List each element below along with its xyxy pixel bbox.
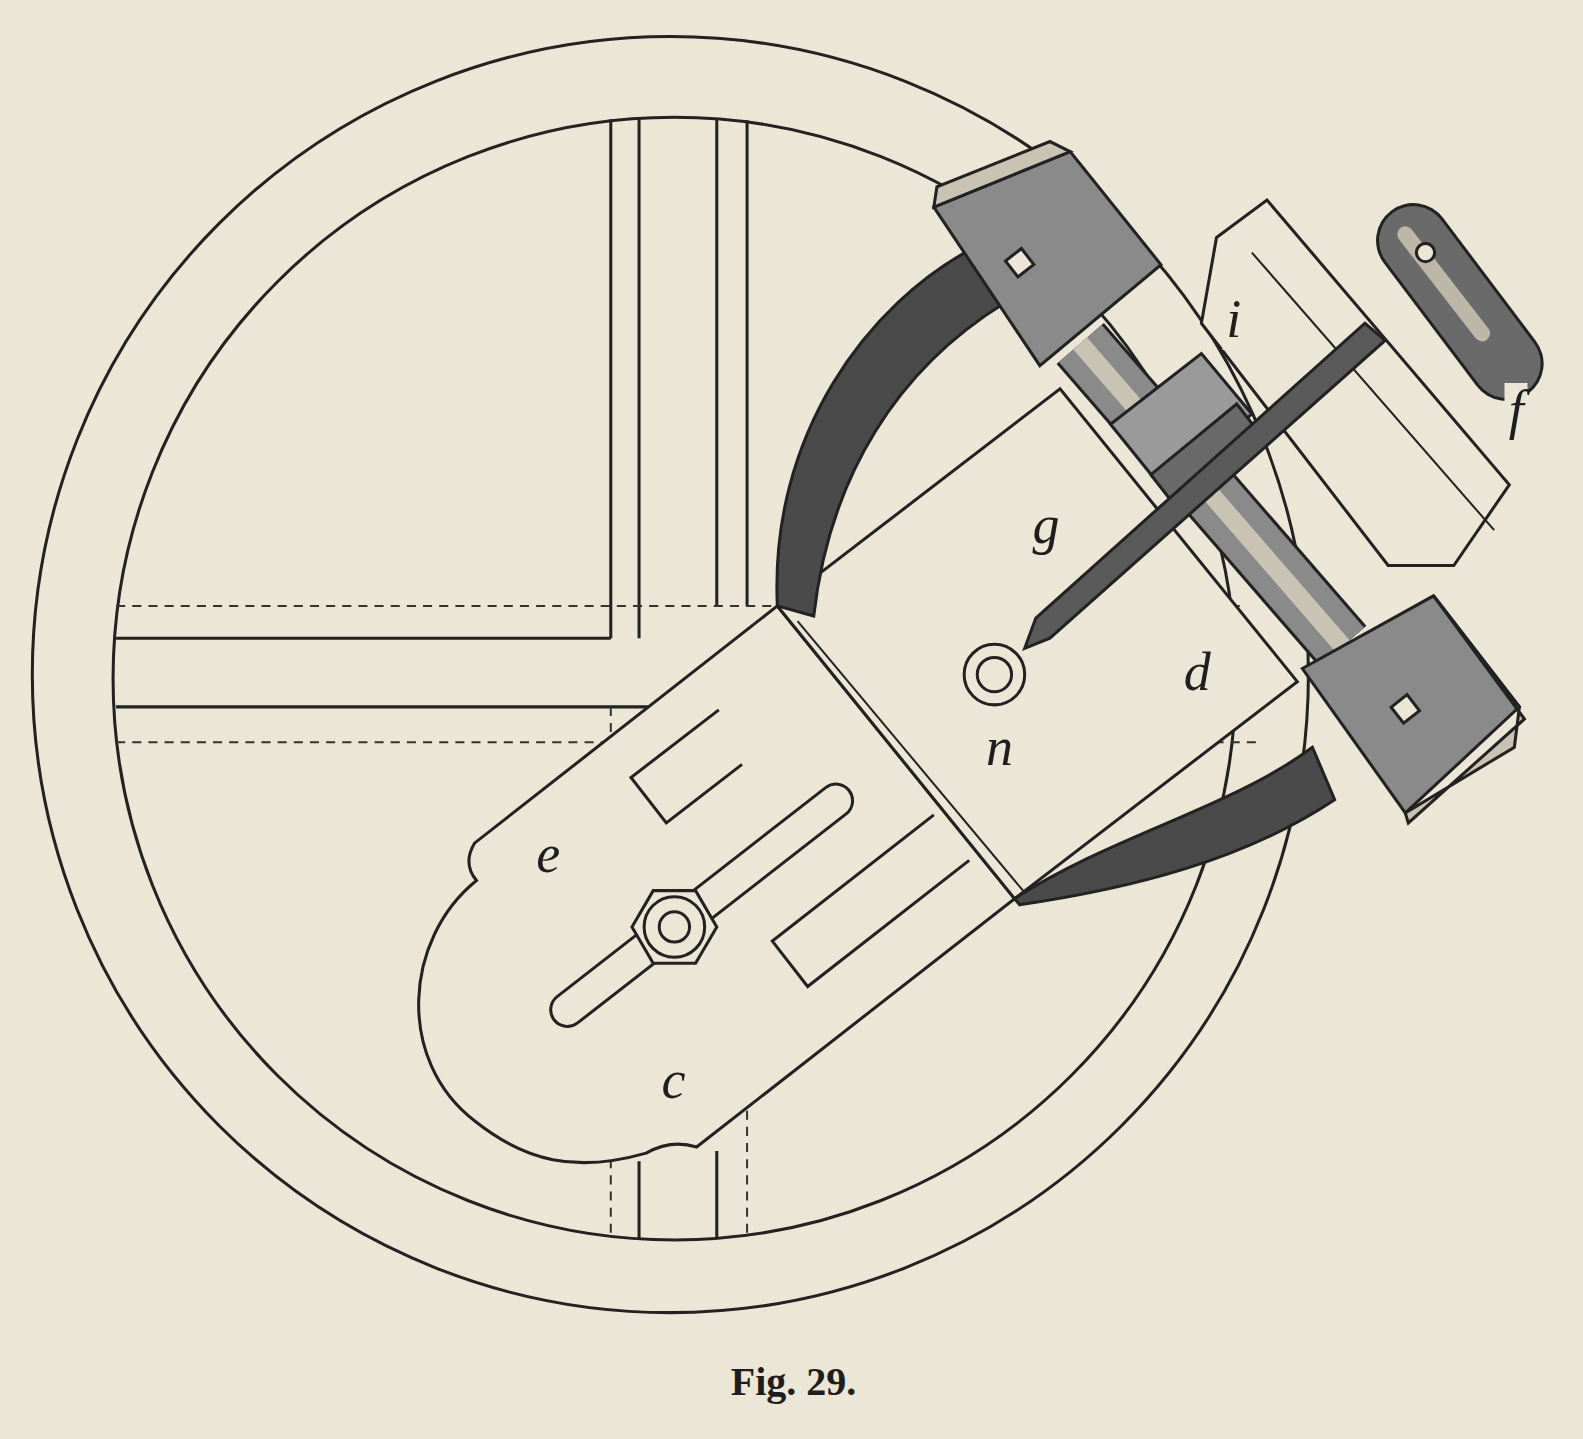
handle xyxy=(1416,243,1434,261)
pivot-hole xyxy=(964,644,1025,705)
slide-plate xyxy=(567,801,836,1010)
figure-caption: Fig. 29. xyxy=(731,1358,857,1405)
bracket-arm xyxy=(1015,747,1335,904)
cutting-tool xyxy=(1025,323,1385,648)
faceplate xyxy=(32,37,1308,1313)
part-letter: f xyxy=(1505,383,1528,441)
bearing-boss xyxy=(1405,596,1524,823)
faceplate xyxy=(32,37,1308,1313)
part-letter: d xyxy=(1180,645,1215,703)
tool-holder xyxy=(1201,200,1509,565)
bearing-boss xyxy=(934,142,1525,823)
part-letter: g xyxy=(1028,498,1063,556)
clamp-nut xyxy=(644,897,705,958)
pivot-hole xyxy=(977,657,1011,691)
part-letter: n xyxy=(982,720,1017,778)
pivot-hole xyxy=(964,644,1025,705)
slide-plate xyxy=(567,801,836,1010)
part-letter: e xyxy=(532,827,564,885)
bearing-boss xyxy=(934,142,1070,208)
tool-block xyxy=(798,621,1030,899)
clamp-nut xyxy=(659,912,689,942)
slide-plate xyxy=(631,710,742,823)
cutting-tool xyxy=(1025,323,1385,648)
clamp-nut xyxy=(632,891,717,964)
tool-holder xyxy=(1201,200,1509,565)
handle xyxy=(1405,234,1482,333)
bracket-arm xyxy=(777,248,1005,616)
clamp-nut xyxy=(632,891,717,964)
t-slot xyxy=(116,118,707,707)
bearing-boss xyxy=(1302,596,1519,813)
handle xyxy=(1405,234,1506,363)
t-slot xyxy=(639,1151,717,1238)
bearing-boss xyxy=(1391,695,1419,723)
part-letter: i xyxy=(1222,292,1245,350)
part-letter: c xyxy=(657,1053,689,1111)
slide-plate xyxy=(772,815,969,987)
bearing-boss xyxy=(1005,249,1033,277)
t-slot xyxy=(717,118,747,606)
